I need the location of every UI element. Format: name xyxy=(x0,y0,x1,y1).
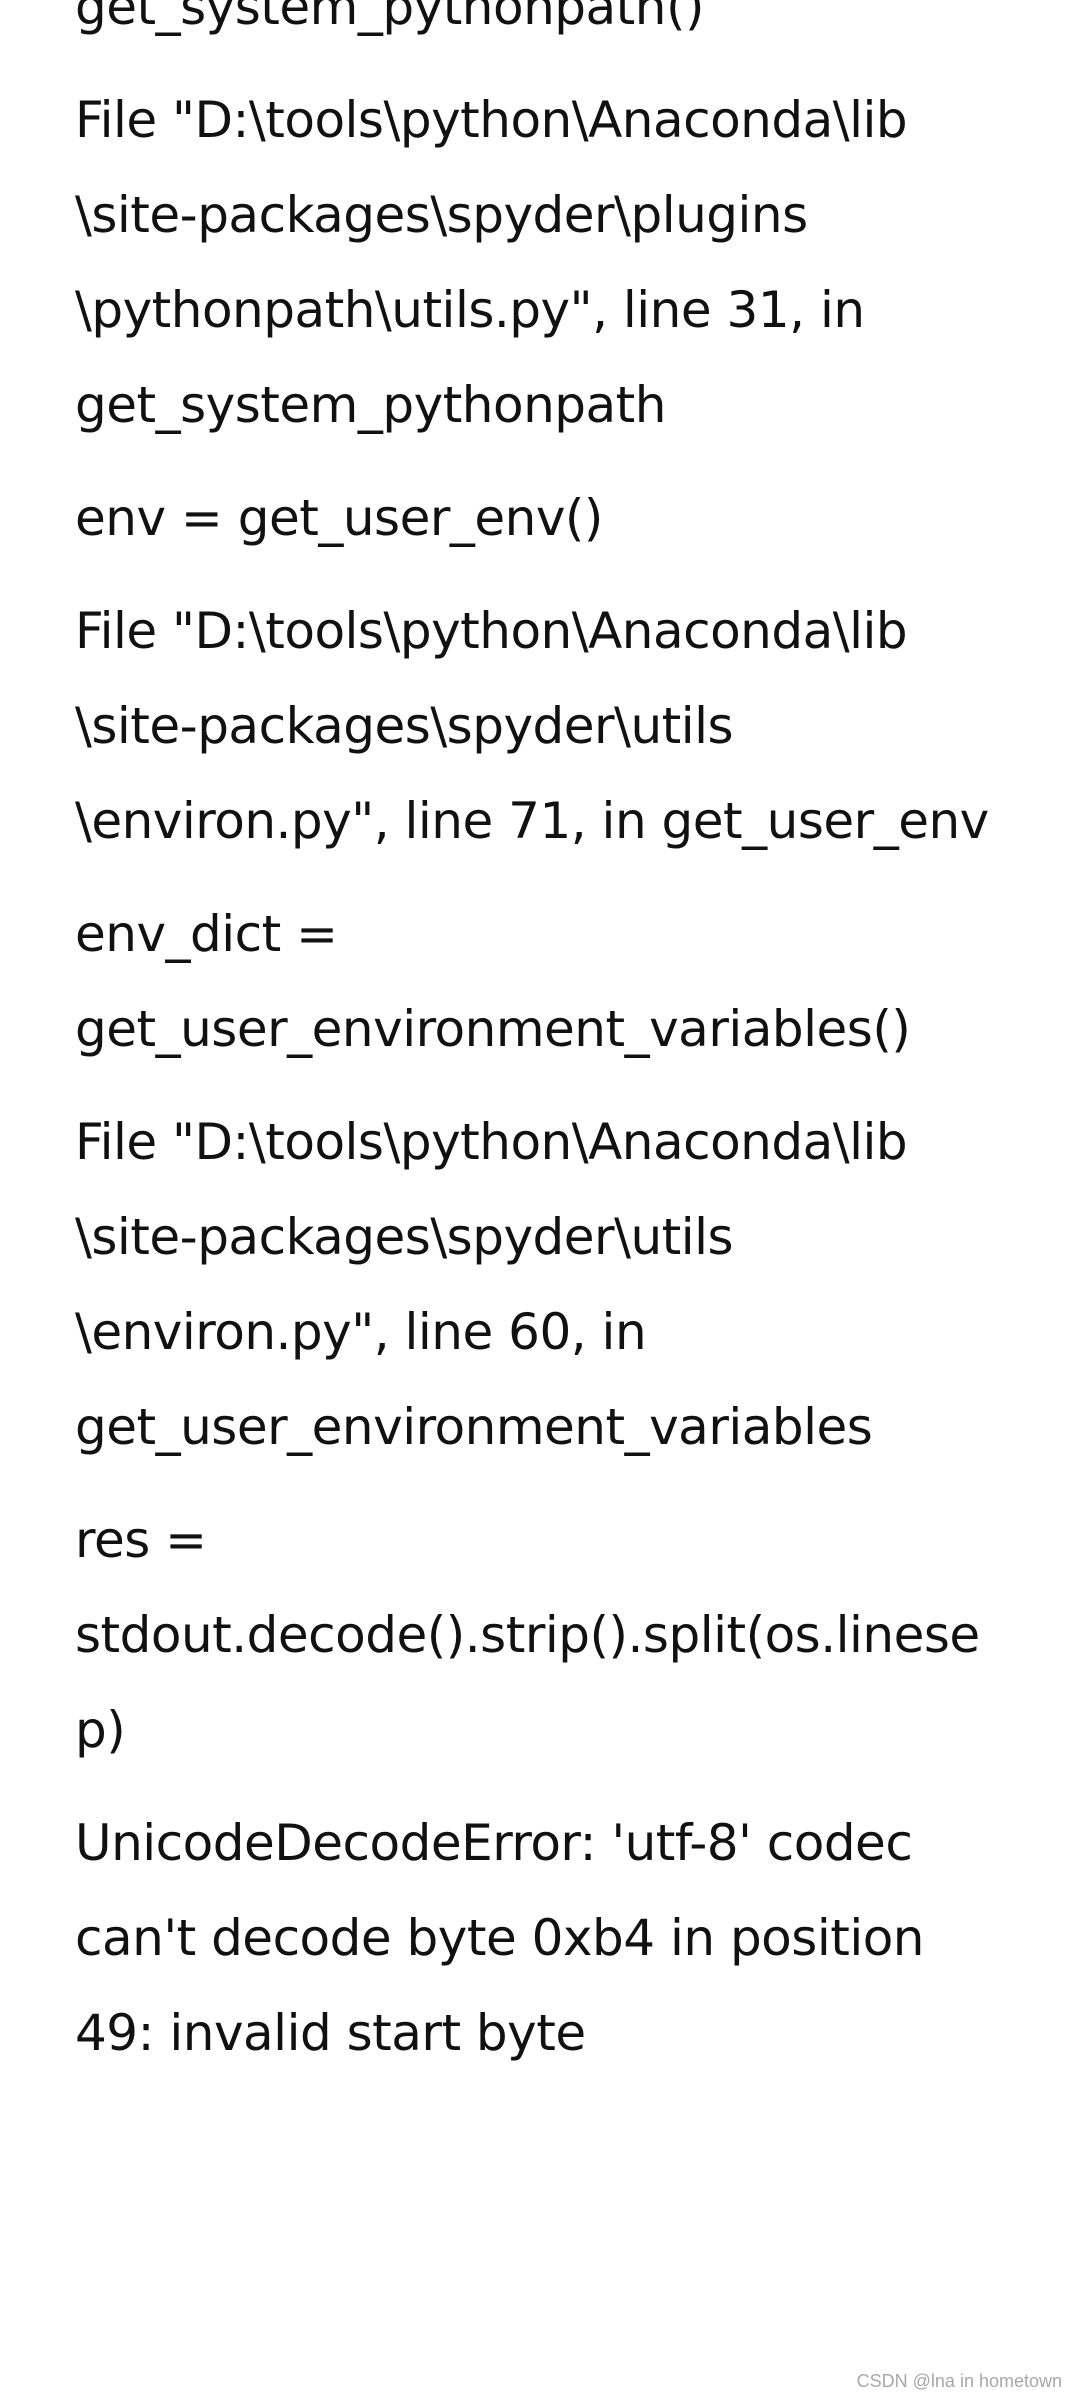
traceback-line: \site-packages\spyder\utils xyxy=(75,697,734,755)
traceback-line: \site-packages\spyder\plugins xyxy=(75,186,808,244)
traceback-line: env = get_user_env() xyxy=(75,489,603,547)
traceback-line: \environ.py", line 60, in xyxy=(75,1303,647,1361)
traceback-paragraph: File "D:\tools\python\Anaconda\lib \site… xyxy=(75,73,995,453)
traceback-line: File "D:\tools\python\Anaconda\lib xyxy=(75,91,908,149)
traceback-paragraph: env = get_user_env() xyxy=(75,471,995,566)
traceback-paragraph: res = stdout.decode().strip().split(os.l… xyxy=(75,1493,995,1778)
traceback-line: get_user_environment_variables() xyxy=(75,1000,911,1058)
traceback-paragraph: File "D:\tools\python\Anaconda\lib \site… xyxy=(75,1095,995,1475)
traceback-line: p) xyxy=(75,1701,126,1759)
traceback-line: env_dict = xyxy=(75,905,338,963)
traceback-line: \pythonpath\utils.py", line 31, in xyxy=(75,281,865,339)
traceback-line: File "D:\tools\python\Anaconda\lib xyxy=(75,602,908,660)
traceback-line: File "D:\tools\python\Anaconda\lib xyxy=(75,1113,908,1171)
traceback-line: 49: invalid start byte xyxy=(75,2004,586,2062)
traceback-line: get_system_pythonpath() xyxy=(75,0,704,36)
watermark: CSDN @lna in hometown xyxy=(856,2371,1062,2391)
traceback-line: res = xyxy=(75,1511,207,1569)
traceback-line: get_system_pythonpath xyxy=(75,376,666,434)
traceback-text: get_system_pythonpath() File "D:\tools\p… xyxy=(75,0,995,2099)
traceback-paragraph: env_dict = get_user_environment_variable… xyxy=(75,887,995,1077)
traceback-paragraph: get_system_pythonpath() xyxy=(75,0,995,55)
traceback-line: can't decode byte 0xb4 in position xyxy=(75,1909,925,1967)
error-message: UnicodeDecodeError: 'utf-8' codec can't … xyxy=(75,1796,995,2081)
traceback-line: \environ.py", line 71, in get_user_env xyxy=(75,792,989,850)
traceback-line: UnicodeDecodeError: 'utf-8' codec xyxy=(75,1814,913,1872)
traceback-line: get_user_environment_variables xyxy=(75,1398,873,1456)
traceback-line: \site-packages\spyder\utils xyxy=(75,1208,734,1266)
traceback-line: stdout.decode().strip().split(os.linese xyxy=(75,1606,980,1664)
traceback-paragraph: File "D:\tools\python\Anaconda\lib \site… xyxy=(75,584,995,869)
